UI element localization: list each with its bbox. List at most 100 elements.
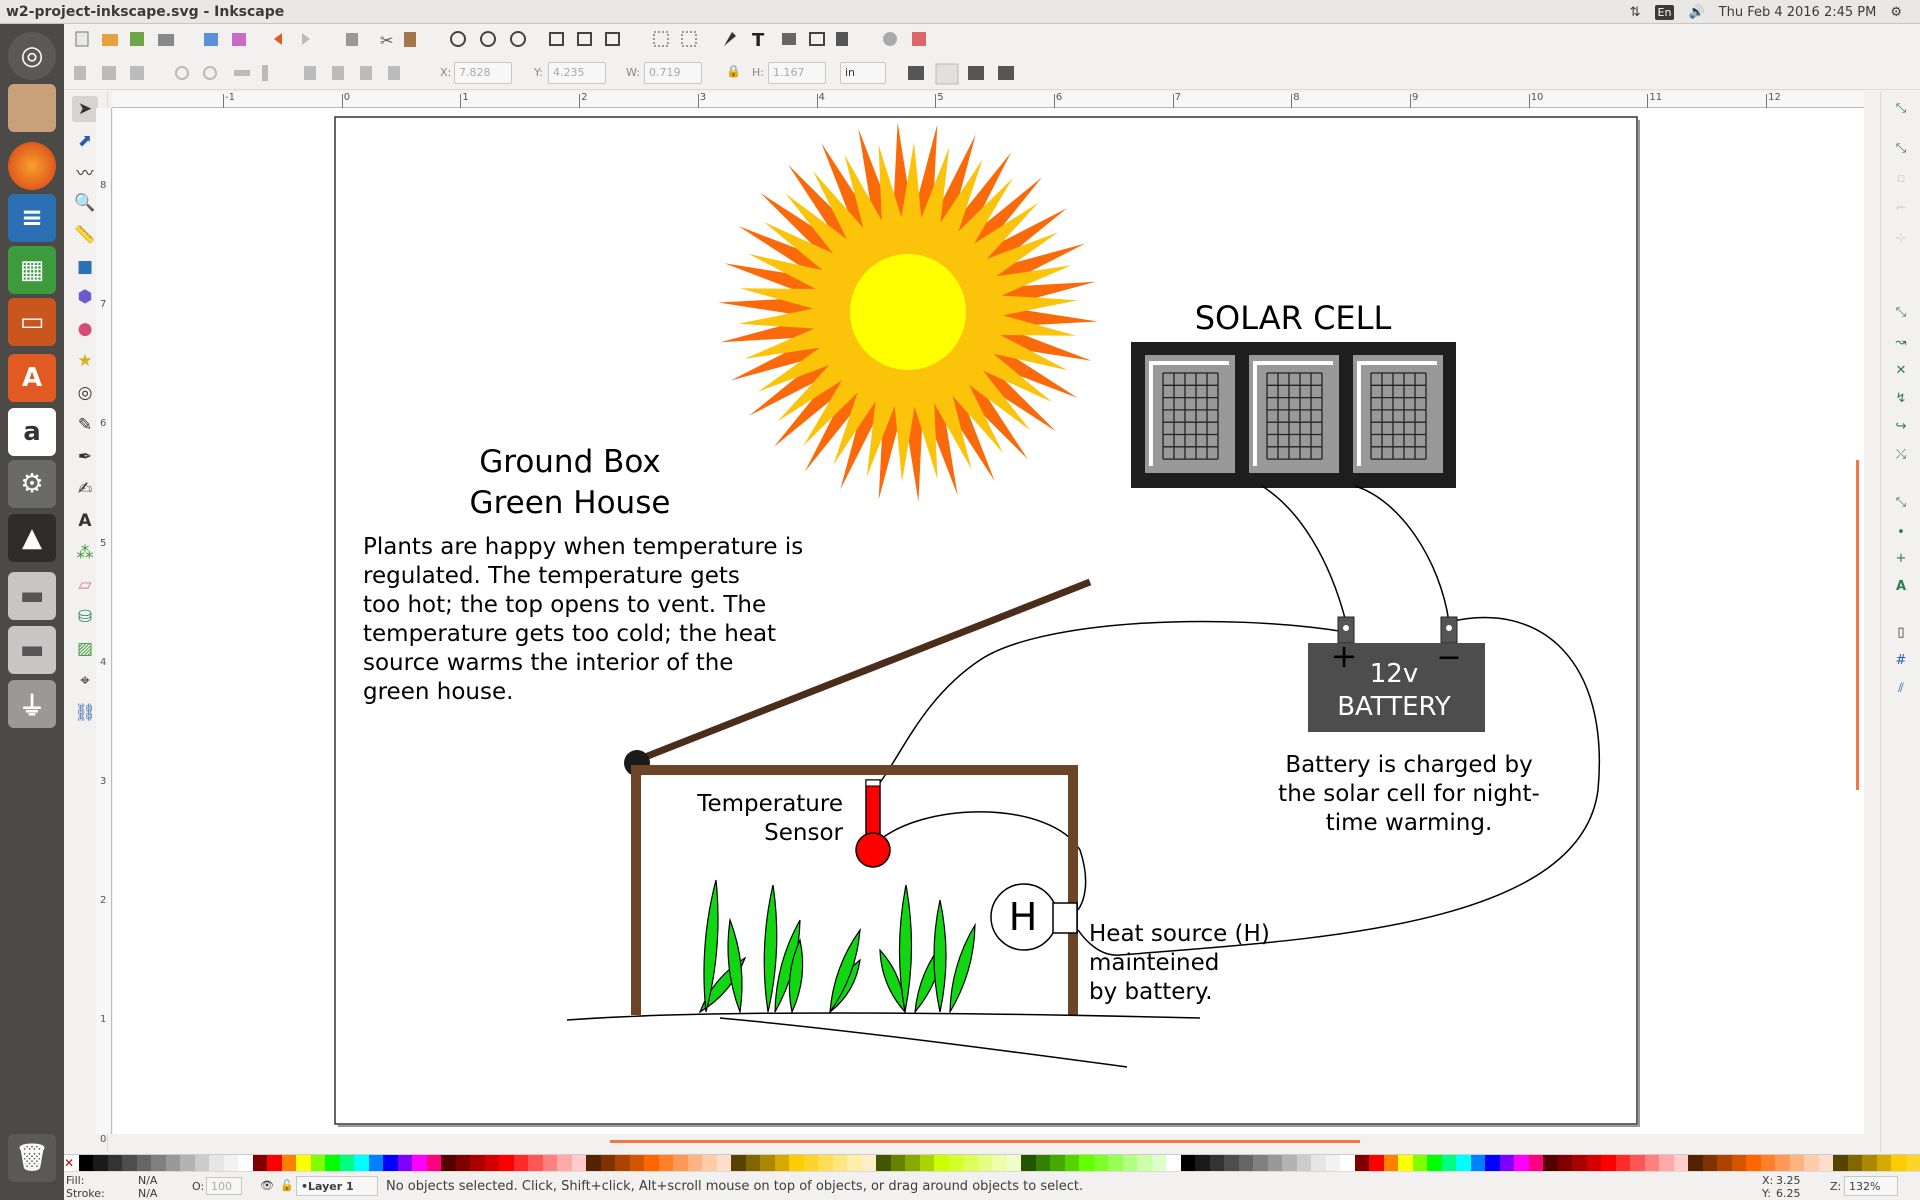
- files-icon[interactable]: [8, 84, 56, 132]
- palette-swatch[interactable]: [1905, 1155, 1920, 1171]
- palette-swatch[interactable]: [368, 1155, 383, 1171]
- gradient-tool-icon[interactable]: ▨: [76, 639, 94, 659]
- palette-swatch[interactable]: [339, 1155, 354, 1171]
- palette-swatch[interactable]: [1557, 1155, 1572, 1171]
- palette-swatch[interactable]: [78, 1155, 93, 1171]
- palette-swatch[interactable]: [977, 1155, 992, 1171]
- dropper-tool-icon[interactable]: ⌖: [80, 671, 90, 691]
- snap-paths-icon[interactable]: ↝: [1895, 334, 1907, 350]
- keyboard-layout-indicator[interactable]: En: [1654, 4, 1675, 20]
- node-tool-icon[interactable]: ⬈: [77, 131, 93, 151]
- palette-swatch[interactable]: [1209, 1155, 1224, 1171]
- palette-swatch[interactable]: [397, 1155, 412, 1171]
- zoom-tool-icon[interactable]: 🔍: [74, 193, 96, 213]
- palette-swatch[interactable]: [1688, 1155, 1703, 1171]
- palette-swatch[interactable]: [1195, 1155, 1210, 1171]
- palette-swatch[interactable]: [252, 1155, 267, 1171]
- palette-swatch[interactable]: [1601, 1155, 1616, 1171]
- palette-swatch[interactable]: [165, 1155, 180, 1171]
- palette-swatch[interactable]: [1673, 1155, 1688, 1171]
- snap-cusp-icon[interactable]: ↯: [1895, 390, 1907, 406]
- palette-swatch[interactable]: [1224, 1155, 1239, 1171]
- drive-icon[interactable]: ▬: [8, 572, 56, 620]
- palette-swatch[interactable]: [1282, 1155, 1297, 1171]
- palette-swatch[interactable]: [673, 1155, 688, 1171]
- snap-bbox-corner-icon[interactable]: ⌐: [1895, 200, 1907, 216]
- palette-swatch[interactable]: [847, 1155, 862, 1171]
- palette-swatch[interactable]: [1412, 1155, 1427, 1171]
- unit-select[interactable]: in: [840, 62, 886, 84]
- palette-swatch[interactable]: [1572, 1155, 1587, 1171]
- palette-swatch[interactable]: [1035, 1155, 1050, 1171]
- palette-swatch[interactable]: [890, 1155, 905, 1171]
- network-icon[interactable]: ⇅: [1629, 4, 1641, 20]
- palette-swatch[interactable]: [1122, 1155, 1137, 1171]
- palette-swatch[interactable]: [325, 1155, 340, 1171]
- snap-grid-icon[interactable]: #: [1895, 652, 1907, 668]
- palette-swatch[interactable]: [1847, 1155, 1862, 1171]
- palette-swatch[interactable]: [296, 1155, 311, 1171]
- palette-swatch[interactable]: [122, 1155, 137, 1171]
- palette-swatch[interactable]: [1485, 1155, 1500, 1171]
- palette-swatch[interactable]: [1499, 1155, 1514, 1171]
- palette-swatch[interactable]: [716, 1155, 731, 1171]
- snap-smooth-icon[interactable]: ↪: [1895, 418, 1907, 434]
- palette-swatch[interactable]: [93, 1155, 108, 1171]
- palette-swatch[interactable]: [948, 1155, 963, 1171]
- palette-swatch[interactable]: [1470, 1155, 1485, 1171]
- paint-bucket-tool-icon[interactable]: ⛁: [77, 607, 93, 627]
- tweak-tool-icon[interactable]: 〰: [76, 163, 94, 184]
- palette-swatch[interactable]: [1354, 1155, 1369, 1171]
- palette-swatch[interactable]: [1702, 1155, 1717, 1171]
- palette-swatch[interactable]: [1093, 1155, 1108, 1171]
- palette-swatch[interactable]: [1862, 1155, 1877, 1171]
- palette-swatch[interactable]: [412, 1155, 427, 1171]
- palette-swatch[interactable]: [832, 1155, 847, 1171]
- palette-swatch[interactable]: [963, 1155, 978, 1171]
- calc-icon[interactable]: ▦: [8, 246, 56, 294]
- layer-lock-icon[interactable]: 🔓: [280, 1179, 294, 1192]
- palette-swatch[interactable]: [1818, 1155, 1833, 1171]
- 3d-box-tool-icon[interactable]: ⬢: [77, 287, 93, 307]
- color-palette[interactable]: ✕: [64, 1154, 1920, 1171]
- palette-swatch[interactable]: [1238, 1155, 1253, 1171]
- palette-swatch[interactable]: [1166, 1155, 1181, 1171]
- y-field[interactable]: 4.235: [548, 62, 606, 84]
- system-settings-icon[interactable]: ⚙: [8, 460, 56, 508]
- rectangle-tool-icon[interactable]: ■: [76, 257, 94, 277]
- palette-swatch[interactable]: [455, 1155, 470, 1171]
- palette-swatch[interactable]: [1456, 1155, 1471, 1171]
- horizontal-scrollbar[interactable]: [610, 1140, 1360, 1143]
- star-tool-icon[interactable]: ★: [77, 351, 93, 371]
- firefox-icon[interactable]: [8, 142, 56, 190]
- palette-swatch[interactable]: [571, 1155, 586, 1171]
- palette-swatch[interactable]: [1543, 1155, 1558, 1171]
- palette-swatch[interactable]: [1369, 1155, 1384, 1171]
- palette-swatch[interactable]: [731, 1155, 746, 1171]
- snap-intersection-icon[interactable]: ✕: [1895, 362, 1907, 378]
- palette-swatch[interactable]: [934, 1155, 949, 1171]
- palette-swatch[interactable]: [687, 1155, 702, 1171]
- palette-swatch[interactable]: [1760, 1155, 1775, 1171]
- h-field[interactable]: 1.167: [768, 62, 826, 84]
- palette-swatch[interactable]: [1804, 1155, 1819, 1171]
- palette-swatch[interactable]: [586, 1155, 601, 1171]
- snap-bbox-edge-icon[interactable]: ▫: [1896, 170, 1906, 186]
- snap-nodes-icon[interactable]: ⤡: [1895, 304, 1907, 320]
- palette-swatch[interactable]: [441, 1155, 456, 1171]
- palette-swatch[interactable]: [1717, 1155, 1732, 1171]
- pen-tool-icon[interactable]: ✒: [77, 447, 93, 467]
- palette-swatch[interactable]: [658, 1155, 673, 1171]
- palette-swatch[interactable]: [905, 1155, 920, 1171]
- palette-swatch[interactable]: [774, 1155, 789, 1171]
- palette-swatch[interactable]: [1311, 1155, 1326, 1171]
- palette-swatch[interactable]: [1383, 1155, 1398, 1171]
- palette-swatch[interactable]: [1427, 1155, 1442, 1171]
- clock[interactable]: Thu Feb 4 2016 2:45 PM: [1718, 4, 1877, 20]
- palette-swatch[interactable]: [107, 1155, 122, 1171]
- palette-swatch[interactable]: [629, 1155, 644, 1171]
- palette-swatch[interactable]: [151, 1155, 166, 1171]
- snap-enable-icon[interactable]: ⤡: [1895, 100, 1907, 116]
- selector-tool-icon[interactable]: ➤: [72, 96, 98, 122]
- palette-swatch[interactable]: [1325, 1155, 1340, 1171]
